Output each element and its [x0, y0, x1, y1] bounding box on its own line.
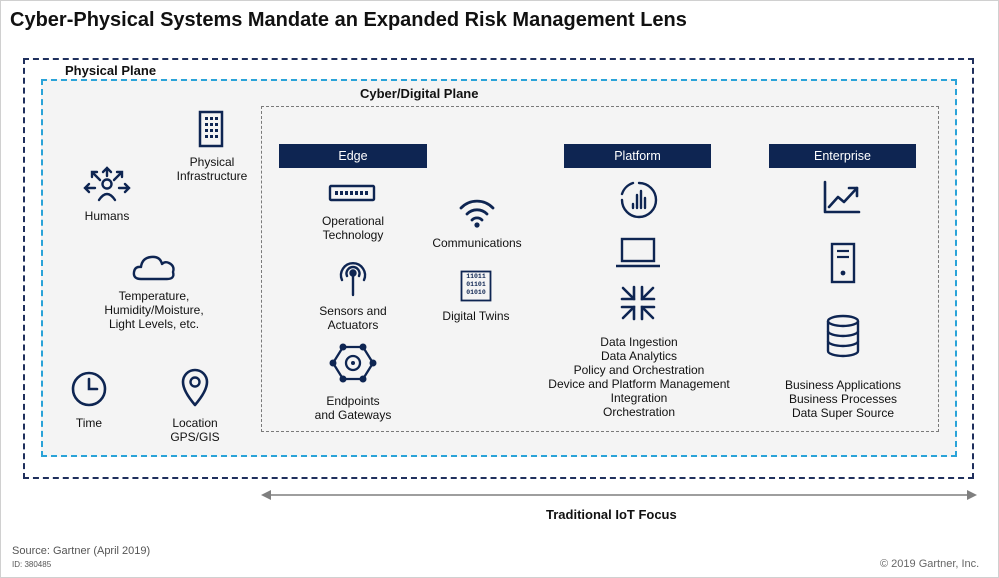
- sensors-label: Sensors and Actuators: [306, 304, 400, 332]
- time-label: Time: [75, 416, 103, 430]
- humans-label: Humans: [84, 209, 130, 223]
- operational-technology-label: Operational Technology: [306, 214, 400, 242]
- digital-twins-label: Digital Twins: [442, 309, 510, 323]
- platform-item: Data Ingestion: [600, 335, 678, 349]
- map-pin-icon: [180, 368, 210, 408]
- converge-icon: [619, 284, 657, 322]
- endpoints-line1: Endpoints: [326, 394, 380, 408]
- cloud-icon: [131, 252, 177, 282]
- environment-line2: Humidity/Moisture,: [104, 303, 204, 317]
- environment-line3: Light Levels, etc.: [108, 317, 200, 331]
- binary-row-3: 01010: [466, 289, 486, 296]
- laptop-icon: [614, 236, 662, 270]
- binary-row-2: 01101: [466, 281, 486, 288]
- switch-icon: [328, 184, 376, 204]
- binary-row-1: 11011: [466, 273, 486, 280]
- endpoints-line2: and Gateways: [314, 408, 392, 422]
- enterprise-header: Enterprise: [769, 144, 916, 168]
- sensors-line2: Actuators: [327, 318, 379, 332]
- environment-label: Temperature, Humidity/Moisture, Light Le…: [97, 289, 211, 331]
- edge-header: Edge: [279, 144, 427, 168]
- people-network-icon: [82, 166, 132, 204]
- physical-plane-label: Physical Plane: [65, 63, 157, 78]
- trend-chart-icon: [822, 180, 862, 216]
- physical-infrastructure-label: Physical Infrastructure: [172, 155, 252, 183]
- analytics-dial-icon: [619, 180, 659, 220]
- ot-line2: Technology: [322, 228, 384, 242]
- physical-plane-border: [23, 58, 974, 479]
- sensors-line1: Sensors and: [319, 304, 387, 318]
- building-icon: [196, 110, 226, 148]
- platform-item: Integration: [610, 391, 668, 405]
- platform-item: Policy and Orchestration: [573, 363, 705, 377]
- database-icon: [825, 314, 861, 358]
- diagram-title: Cyber-Physical Systems Mandate an Expand…: [10, 9, 687, 31]
- location-line1: Location: [172, 416, 218, 430]
- communications-label: Communications: [432, 236, 522, 250]
- environment-line1: Temperature,: [118, 289, 190, 303]
- wifi-icon: [458, 196, 496, 228]
- platform-item: Orchestration: [602, 405, 676, 419]
- enterprise-capabilities-list: Business Applications Business Processes…: [770, 378, 916, 420]
- source-note: Source: Gartner (April 2019): [12, 545, 151, 557]
- endpoints-label: Endpoints and Gateways: [303, 394, 403, 422]
- platform-capabilities-list: Data Ingestion Data Analytics Policy and…: [528, 335, 750, 419]
- antenna-icon: [334, 258, 372, 298]
- server-tower-icon: [830, 242, 856, 284]
- platform-item: Data Analytics: [600, 349, 678, 363]
- clock-icon: [70, 370, 108, 408]
- traditional-iot-arrow: [261, 488, 977, 502]
- platform-header: Platform: [564, 144, 711, 168]
- platform-item: Device and Platform Management: [548, 377, 730, 391]
- document-id: ID: 380485: [12, 560, 52, 569]
- traditional-iot-label: Traditional IoT Focus: [546, 507, 677, 522]
- enterprise-item: Data Super Source: [791, 406, 895, 420]
- location-label: Location GPS/GIS: [156, 416, 234, 444]
- infrastructure-line1: Physical: [189, 155, 235, 169]
- cyber-plane-label: Cyber/Digital Plane: [360, 86, 479, 101]
- binary-digits: 11011 01101 01010: [462, 273, 490, 297]
- location-line2: GPS/GIS: [170, 430, 220, 444]
- enterprise-item: Business Processes: [788, 392, 898, 406]
- cyber-plane-border: [261, 106, 939, 432]
- copyright: © 2019 Gartner, Inc.: [880, 558, 980, 570]
- ot-line1: Operational: [321, 214, 385, 228]
- inner-plane-border: [41, 79, 957, 457]
- infrastructure-line2: Infrastructure: [176, 169, 248, 183]
- hub-icon: [327, 342, 379, 384]
- binary-doc-icon: [460, 270, 492, 302]
- enterprise-item: Business Applications: [784, 378, 902, 392]
